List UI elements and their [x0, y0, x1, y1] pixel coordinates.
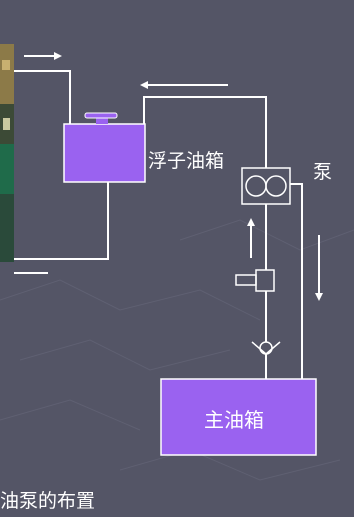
float-tank-label: 浮子油箱	[148, 150, 225, 172]
diagram-caption: 油泵的布置	[0, 490, 96, 512]
pump-to-main-tank-line	[290, 183, 303, 379]
fuel-lines	[14, 70, 303, 379]
arrow-left-icon	[140, 81, 228, 89]
pump-symbol-icon	[241, 167, 291, 205]
float-cap-icon	[84, 112, 118, 124]
arrow-down-icon	[315, 235, 323, 301]
pump-return-line	[143, 96, 267, 168]
main-tank-label: 主油箱	[204, 408, 264, 432]
pump-label: 泵	[313, 161, 333, 183]
float-tank	[63, 112, 146, 183]
engine-feed-line	[14, 70, 71, 124]
background-texture	[0, 219, 354, 481]
arrow-up-icon	[247, 218, 255, 258]
arrow-right-icon	[24, 52, 62, 60]
flow-arrows	[24, 52, 323, 301]
engine-photo	[0, 44, 14, 262]
valve-icon	[235, 269, 275, 292]
main-tank	[160, 378, 317, 456]
check-valve-icon	[251, 341, 281, 355]
float-tank-outlet-line	[14, 182, 109, 260]
